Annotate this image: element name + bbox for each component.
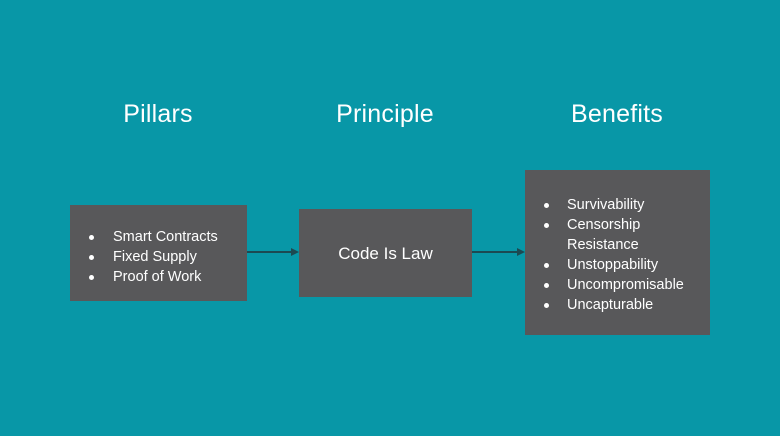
bullet-dot-icon — [544, 203, 549, 208]
list-item: Uncompromisable — [525, 275, 710, 295]
arrow-pillars-to-principle — [247, 245, 299, 259]
node-box-pillars[interactable]: Smart Contracts Fixed Supply Proof of Wo… — [70, 205, 247, 301]
list-item-label: Smart Contracts — [113, 229, 218, 245]
bullet-dot-icon — [89, 255, 94, 260]
node-label-principle: Code Is Law — [338, 243, 433, 263]
list-item-label: Censorship Resistance — [567, 217, 641, 253]
benefits-bullet-list: Survivability Censorship Resistance Unst… — [525, 195, 710, 315]
list-item-label: Uncompromisable — [567, 277, 684, 293]
bullet-dot-icon — [89, 275, 94, 280]
node-box-benefits[interactable]: Survivability Censorship Resistance Unst… — [525, 170, 710, 335]
list-item: Censorship Resistance — [525, 215, 710, 255]
bullet-dot-icon — [544, 303, 549, 308]
list-item-label: Survivability — [567, 197, 645, 213]
bullet-dot-icon — [544, 283, 549, 288]
list-item-label: Proof of Work — [113, 269, 202, 285]
list-item: Fixed Supply — [70, 247, 247, 267]
arrow-line-icon — [247, 248, 299, 256]
column-header-pillars: Pillars — [123, 100, 193, 128]
column-header-principle: Principle — [336, 100, 434, 128]
bullet-dot-icon — [544, 223, 549, 228]
column-header-benefits: Benefits — [571, 100, 663, 128]
list-item: Smart Contracts — [70, 227, 247, 247]
bullet-dot-icon — [544, 263, 549, 268]
bullet-dot-icon — [89, 235, 94, 240]
list-item-label: Unstoppability — [567, 257, 659, 273]
arrow-principle-to-benefits — [472, 245, 525, 259]
list-item: Unstoppability — [525, 255, 710, 275]
list-item: Survivability — [525, 195, 710, 215]
list-item-label: Uncapturable — [567, 297, 654, 313]
node-box-principle[interactable]: Code Is Law — [299, 209, 472, 297]
list-item: Proof of Work — [70, 267, 247, 287]
list-item-label: Fixed Supply — [113, 249, 197, 265]
arrow-line-icon — [472, 248, 525, 256]
pillars-bullet-list: Smart Contracts Fixed Supply Proof of Wo… — [70, 227, 247, 287]
list-item: Uncapturable — [525, 295, 710, 315]
